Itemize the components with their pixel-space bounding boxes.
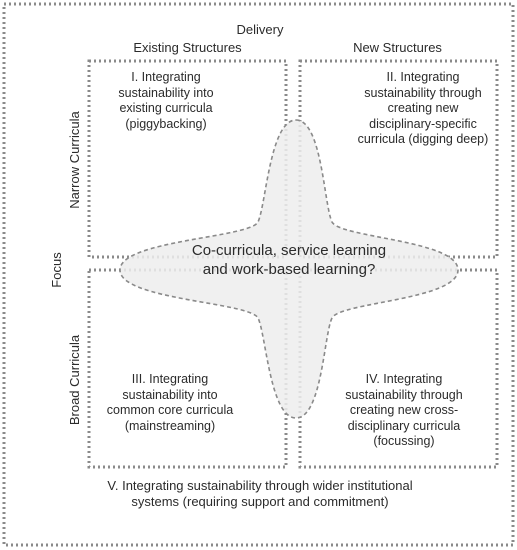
focus-axis-label: Focus [49,252,64,288]
co-curricula-star-shape [119,119,459,419]
bottom-level-text: V. Integrating sustainability through wi… [107,478,413,509]
existing-structures-label: Existing Structures [133,40,242,55]
quadrant-4-box [298,268,499,469]
narrow-curricula-label: Narrow Curricula [67,111,82,209]
delivery-axis-label: Delivery [236,22,284,37]
broad-curricula-label: Broad Curricula [67,334,82,426]
quadrant-2-text: II. Integrating sustainability through c… [357,70,489,146]
quadrant-3-text: III. Integrating sustainability into com… [106,372,234,433]
co-curricula-text: Co-curricula, service learning and work-… [191,242,387,278]
quadrant-4-text: IV. Integrating sustainability through c… [345,372,463,448]
new-structures-label: New Structures [353,40,442,55]
quadrant-1-text: I. Integrating sustainability into exist… [118,70,214,131]
